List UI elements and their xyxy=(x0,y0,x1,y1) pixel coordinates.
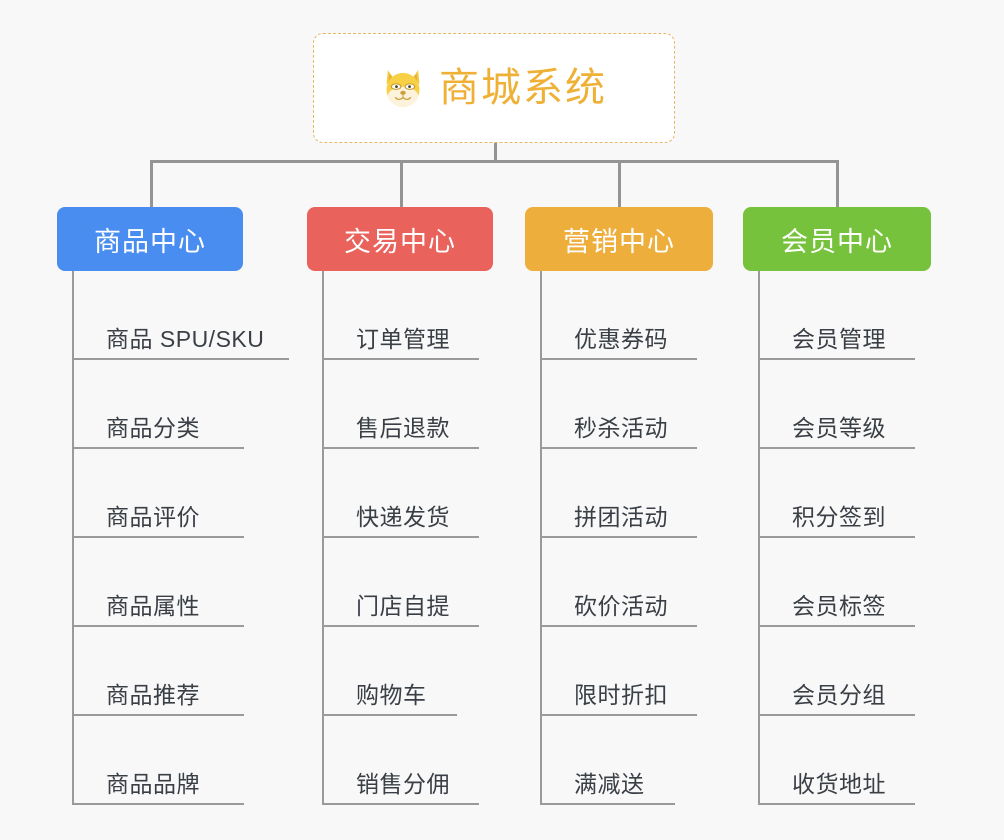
list-item[interactable]: 订单管理 xyxy=(324,271,479,360)
leaf-label: 购物车 xyxy=(356,682,427,708)
root-title: 商城系统 xyxy=(439,66,607,110)
connector-horizontal-bar xyxy=(150,160,839,163)
leaf-label: 售后退款 xyxy=(356,415,450,441)
list-item[interactable]: 优惠券码 xyxy=(542,271,697,360)
list-item[interactable]: 限时折扣 xyxy=(542,627,697,716)
list-item[interactable]: 秒杀活动 xyxy=(542,360,697,449)
leaf-list-marketing-center: 优惠券码 秒杀活动 拼团活动 砍价活动 限时折扣 满减送 xyxy=(540,271,735,805)
leaf-label: 会员分组 xyxy=(792,682,886,708)
list-item[interactable]: 购物车 xyxy=(324,627,457,716)
shiba-dog-face-icon xyxy=(381,66,425,110)
connector-stem xyxy=(494,143,497,163)
leaf-label: 会员等级 xyxy=(792,415,886,441)
leaf-label: 收货地址 xyxy=(792,771,886,797)
category-header-trade-center[interactable]: 交易中心 xyxy=(307,207,493,271)
list-item[interactable]: 销售分佣 xyxy=(324,716,479,805)
leaf-label: 商品推荐 xyxy=(106,682,200,708)
leaf-label: 商品 SPU/SKU xyxy=(106,326,265,352)
connector-drop-1 xyxy=(150,160,153,207)
leaf-label: 销售分佣 xyxy=(356,771,450,797)
list-item[interactable]: 拼团活动 xyxy=(542,449,697,538)
list-item[interactable]: 满减送 xyxy=(542,716,675,805)
leaf-label: 满减送 xyxy=(574,771,645,797)
list-item[interactable]: 会员管理 xyxy=(760,271,915,360)
leaf-label: 会员管理 xyxy=(792,326,886,352)
leaf-list-trade-center: 订单管理 售后退款 快递发货 门店自提 购物车 销售分佣 xyxy=(322,271,517,805)
list-item[interactable]: 商品分类 xyxy=(74,360,244,449)
list-item[interactable]: 商品属性 xyxy=(74,538,244,627)
connector-drop-4 xyxy=(836,160,839,207)
leaf-label: 商品属性 xyxy=(106,593,200,619)
list-item[interactable]: 商品 SPU/SKU xyxy=(74,271,289,360)
leaf-label: 限时折扣 xyxy=(574,682,668,708)
branch-member-center: 会员中心 会员管理 会员等级 积分签到 会员标签 会员分组 收货地址 xyxy=(743,207,953,805)
list-item[interactable]: 积分签到 xyxy=(760,449,915,538)
category-header-marketing-center[interactable]: 营销中心 xyxy=(525,207,713,271)
category-header-product-center[interactable]: 商品中心 xyxy=(57,207,243,271)
leaf-label: 优惠券码 xyxy=(574,326,668,352)
leaf-label: 拼团活动 xyxy=(574,504,668,530)
list-item[interactable]: 售后退款 xyxy=(324,360,479,449)
leaf-label: 秒杀活动 xyxy=(574,415,668,441)
leaf-label: 订单管理 xyxy=(356,326,450,352)
leaf-label: 积分签到 xyxy=(792,504,886,530)
list-item[interactable]: 砍价活动 xyxy=(542,538,697,627)
list-item[interactable]: 门店自提 xyxy=(324,538,479,627)
leaf-label: 砍价活动 xyxy=(574,593,668,619)
connector-drop-2 xyxy=(400,160,403,207)
list-item[interactable]: 会员等级 xyxy=(760,360,915,449)
list-item[interactable]: 收货地址 xyxy=(760,716,915,805)
leaf-label: 门店自提 xyxy=(356,593,450,619)
list-item[interactable]: 商品推荐 xyxy=(74,627,244,716)
list-item[interactable]: 会员分组 xyxy=(760,627,915,716)
list-item[interactable]: 会员标签 xyxy=(760,538,915,627)
category-header-member-center[interactable]: 会员中心 xyxy=(743,207,931,271)
leaf-list-member-center: 会员管理 会员等级 积分签到 会员标签 会员分组 收货地址 xyxy=(758,271,953,805)
branch-product-center: 商品中心 商品 SPU/SKU 商品分类 商品评价 商品属性 商品推荐 商品品牌 xyxy=(57,207,289,805)
list-item[interactable]: 商品评价 xyxy=(74,449,244,538)
branch-marketing-center: 营销中心 优惠券码 秒杀活动 拼团活动 砍价活动 限时折扣 满减送 xyxy=(525,207,735,805)
root-node[interactable]: 商城系统 xyxy=(313,33,675,143)
branch-trade-center: 交易中心 订单管理 售后退款 快递发货 门店自提 购物车 销售分佣 xyxy=(307,207,517,805)
connector-drop-3 xyxy=(618,160,621,207)
list-item[interactable]: 快递发货 xyxy=(324,449,479,538)
list-item[interactable]: 商品品牌 xyxy=(74,716,244,805)
leaf-label: 商品评价 xyxy=(106,504,200,530)
leaf-list-product-center: 商品 SPU/SKU 商品分类 商品评价 商品属性 商品推荐 商品品牌 xyxy=(72,271,289,805)
leaf-label: 快递发货 xyxy=(356,504,450,530)
leaf-label: 会员标签 xyxy=(792,593,886,619)
leaf-label: 商品品牌 xyxy=(106,771,200,797)
leaf-label: 商品分类 xyxy=(106,415,200,441)
